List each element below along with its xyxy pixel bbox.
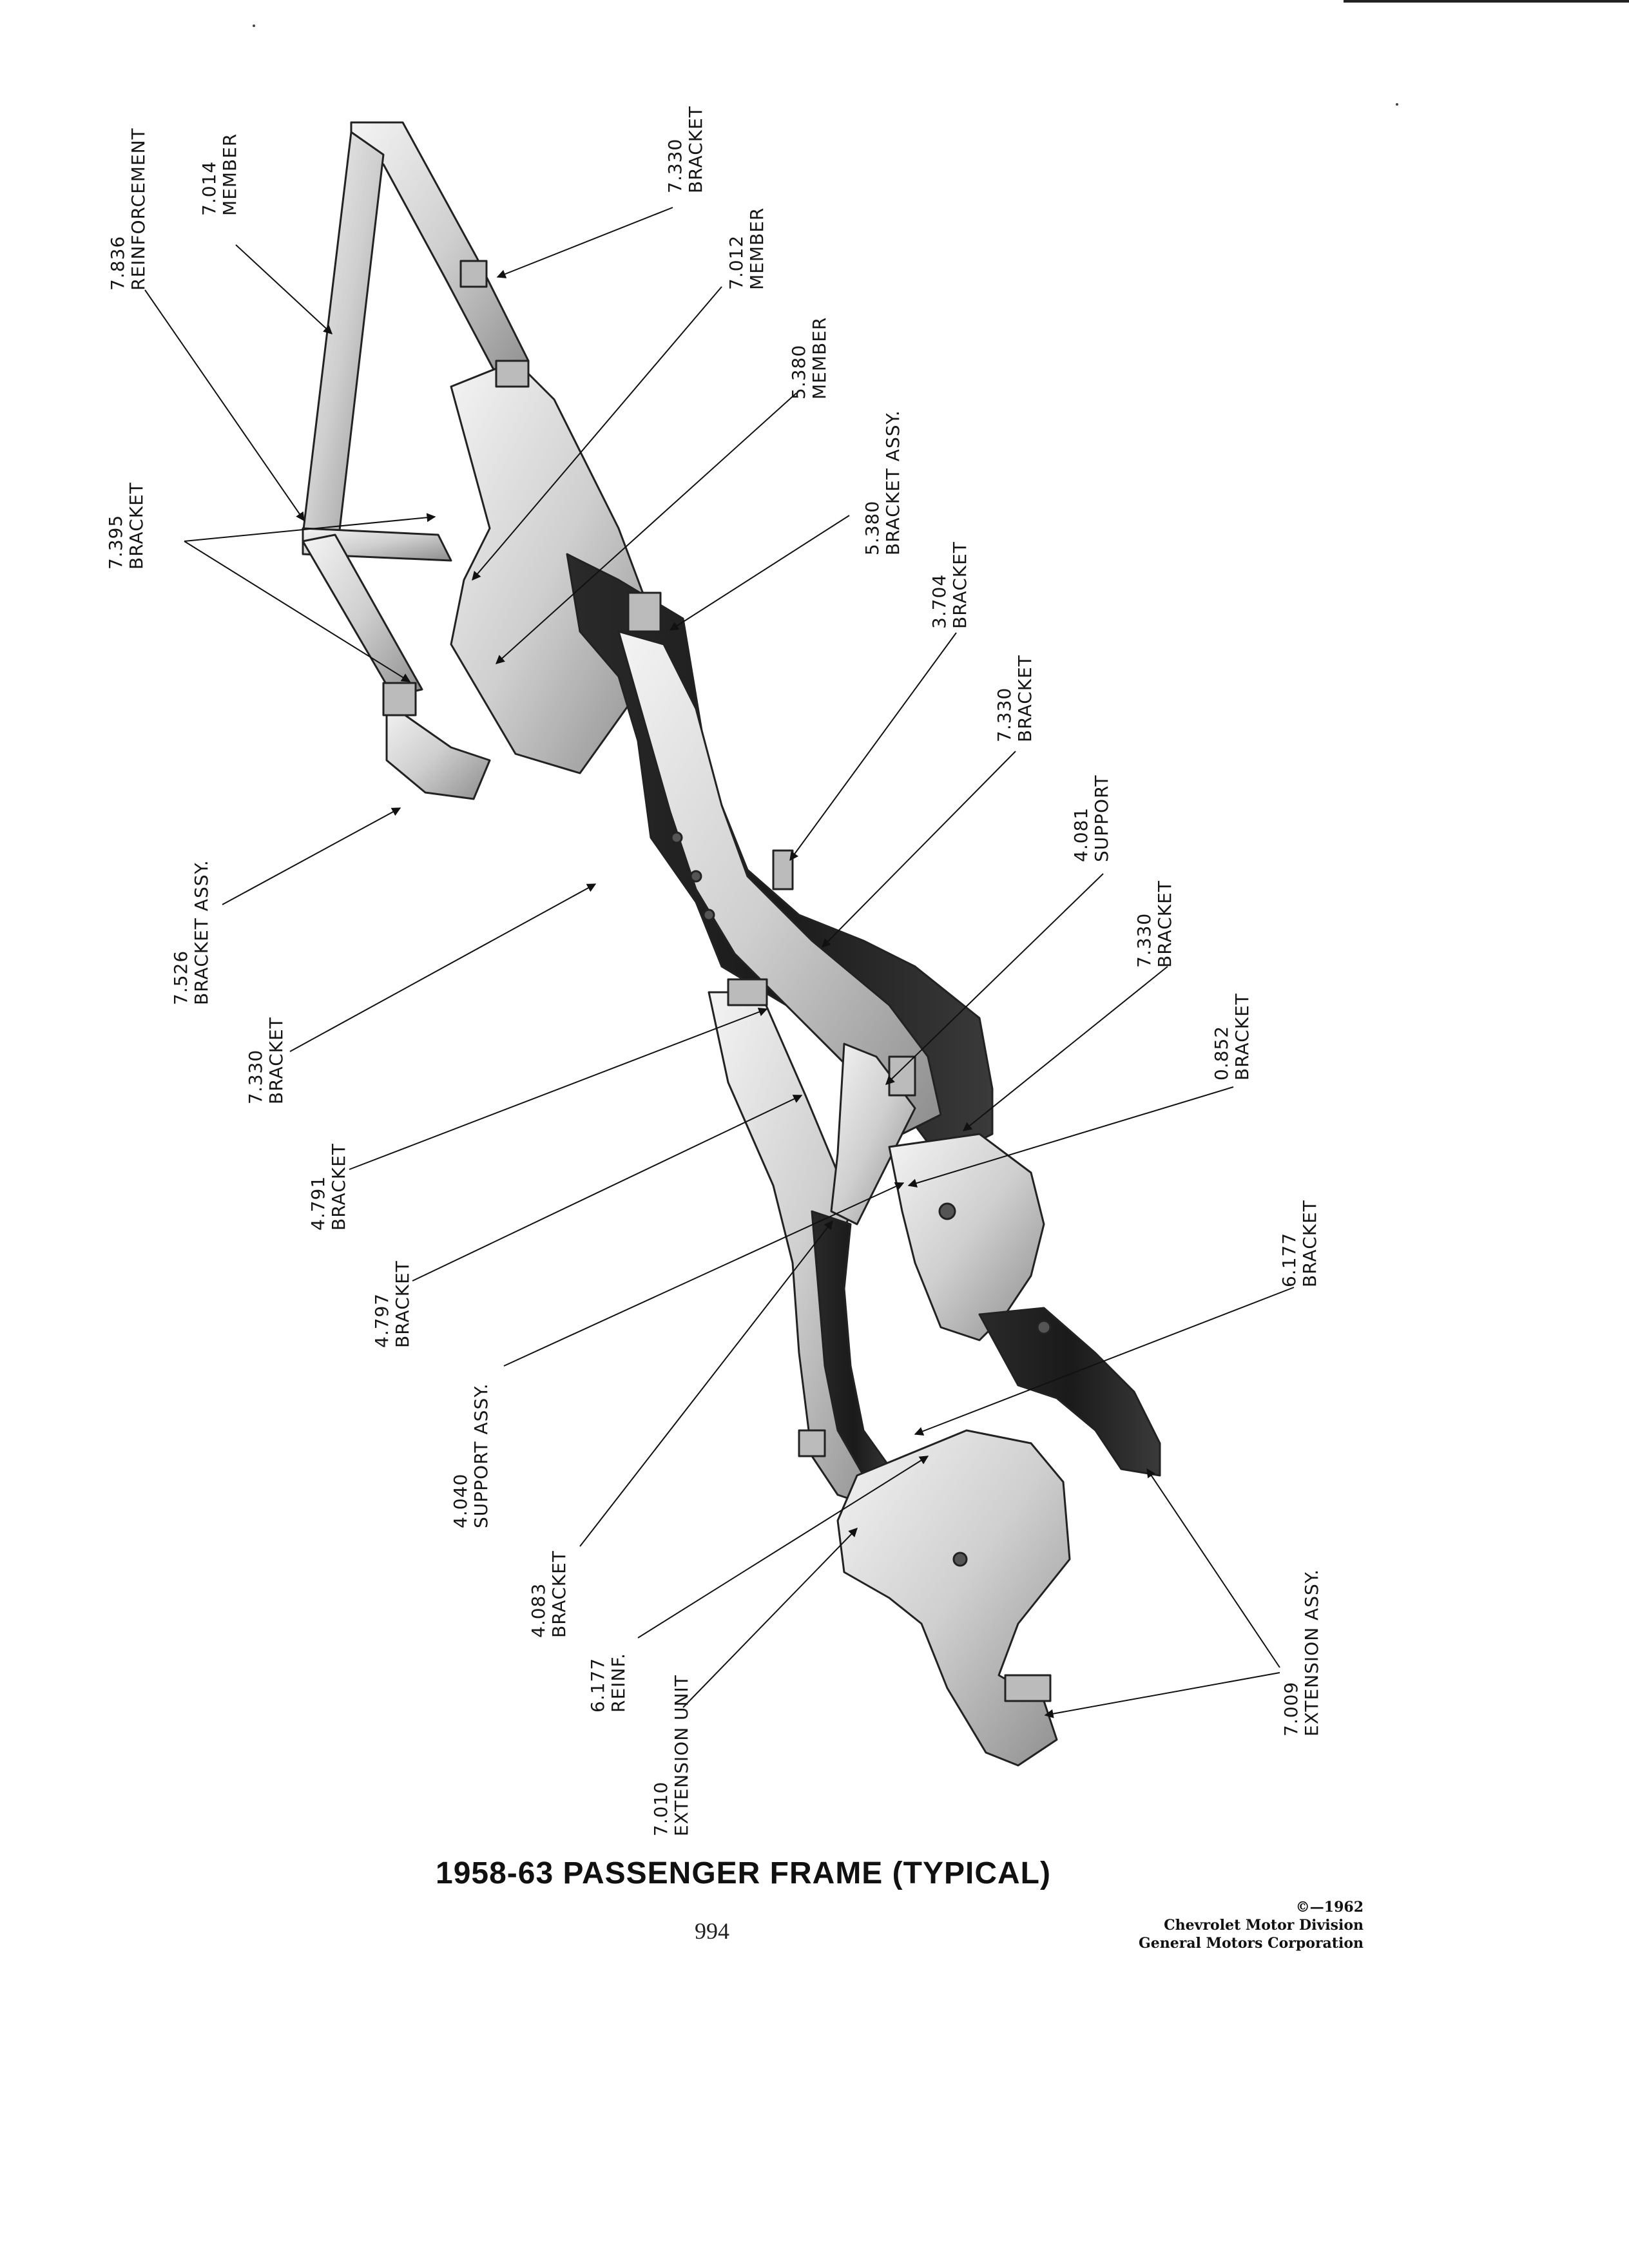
bracket-shape: [382, 682, 417, 716]
top-edge-rule: [1344, 0, 1629, 3]
bracket-shape: [727, 978, 768, 1006]
leader-line: [1146, 1468, 1280, 1668]
leader-line: [222, 807, 401, 905]
bracket-shape: [495, 360, 530, 388]
copyright-line: Chevrolet Motor Division: [1164, 1917, 1364, 1934]
page-number: 994: [695, 1918, 729, 1944]
leader-line: [289, 883, 597, 1052]
bracket-shape: [627, 591, 662, 633]
leader-line: [885, 873, 1104, 1085]
leader-line: [144, 289, 305, 522]
mounting-hole: [689, 870, 702, 883]
leader-line: [184, 541, 411, 682]
center-x-member: [617, 630, 942, 1135]
leader-line: [412, 1095, 803, 1282]
leader-line: [1044, 1672, 1280, 1718]
copyright-notice: ©—1962 Chevrolet Motor Division General …: [1139, 1898, 1364, 1952]
copyright-line: ©—1962: [1295, 1899, 1364, 1916]
scan-speck: [1396, 103, 1398, 106]
leader-line: [682, 1527, 858, 1708]
leader-line: [495, 392, 797, 664]
leader-line: [914, 1287, 1295, 1436]
leader-line: [503, 1182, 905, 1367]
leader-line: [579, 1220, 833, 1547]
rear-cross-arm: [385, 701, 491, 800]
bracket-shape: [772, 849, 794, 890]
leader-lines: [144, 207, 1295, 1718]
leader-line: [496, 207, 673, 278]
bracket-shape: [888, 1055, 916, 1097]
leader-line: [822, 751, 1016, 948]
leader-line: [349, 1007, 768, 1170]
bracket-shape: [459, 260, 488, 288]
copyright-line: General Motors Corporation: [1138, 1935, 1364, 1952]
front-reinforcement-bar: [302, 131, 385, 543]
mounting-hole: [938, 1202, 956, 1220]
mounting-hole: [1036, 1320, 1052, 1335]
leader-line: [235, 244, 333, 334]
mounting-hole: [952, 1552, 968, 1567]
leader-line: [789, 632, 957, 861]
scan-speck: [253, 24, 255, 27]
diagonal-front-bar: [302, 533, 423, 697]
leader-line: [669, 515, 850, 631]
mounting-hole: [702, 908, 715, 921]
bracket-shape: [1004, 1674, 1052, 1702]
mounting-hole: [670, 831, 683, 844]
rear-extension-left: [836, 1429, 1071, 1767]
frame-illustration: [302, 121, 1161, 1767]
figure-caption: 1958-63 PASSENGER FRAME (TYPICAL): [436, 1856, 1051, 1890]
leader-line: [472, 286, 722, 581]
leader-line: [907, 1086, 1234, 1188]
leader-line: [962, 966, 1168, 1131]
bracket-shape: [798, 1429, 826, 1457]
rear-extension-right: [978, 1307, 1161, 1477]
front-crossmember-assembly: [450, 360, 659, 774]
rear-kickup-right: [888, 1133, 1045, 1341]
leader-line: [637, 1456, 929, 1639]
leader-line: [184, 513, 436, 542]
